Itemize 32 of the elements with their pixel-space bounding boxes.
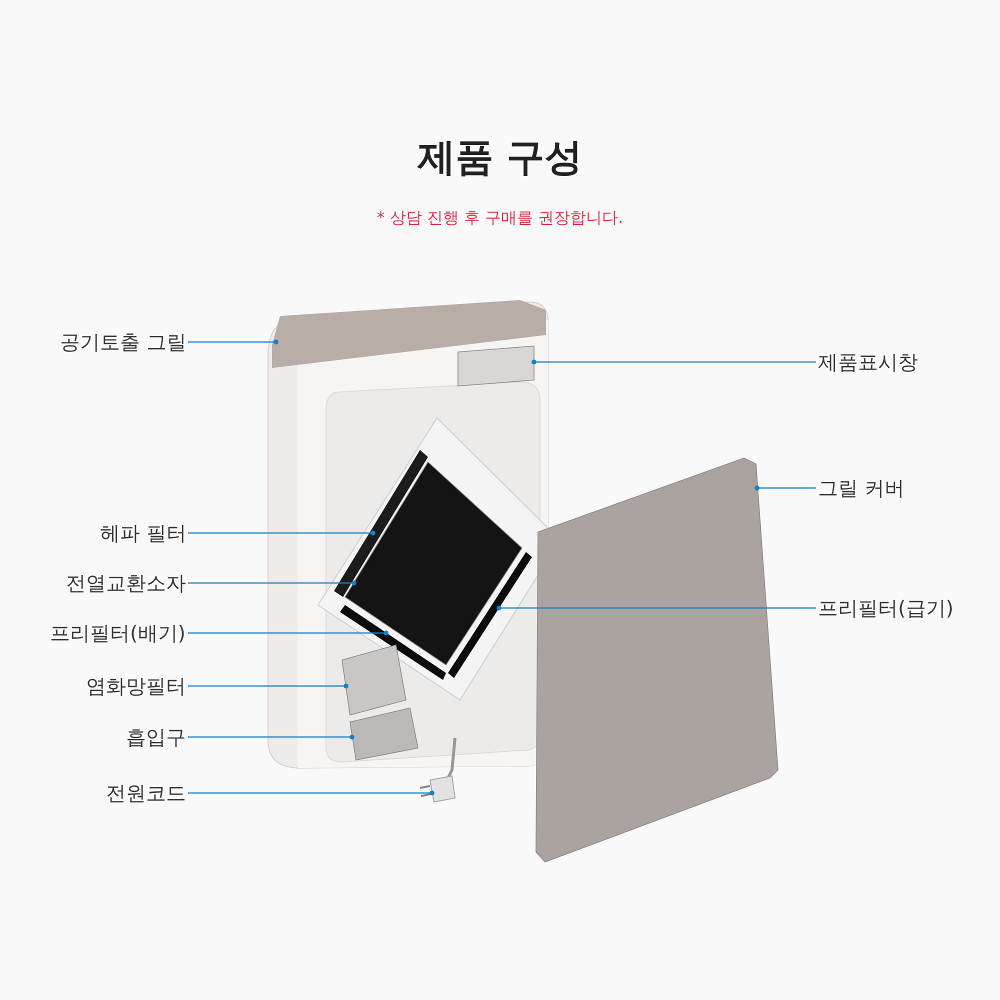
part-label: 프리필터(배기)	[50, 619, 186, 647]
leader-line	[188, 340, 278, 344]
part-label: 염화망필터	[86, 672, 186, 700]
part-label: 흡입구	[126, 723, 186, 751]
mesh-filter	[342, 644, 406, 716]
leader-line	[188, 734, 354, 740]
pre-filter-strip	[448, 552, 532, 678]
part-label: 공기토출 그릴	[60, 328, 186, 356]
power-plug-drawing	[419, 738, 456, 803]
leader-line	[754, 486, 816, 490]
part-label: 프리필터(급기)	[818, 594, 954, 622]
grille-cover-panel	[536, 458, 778, 862]
leader-line	[532, 360, 816, 364]
leader-line	[496, 606, 816, 610]
part-label: 헤파 필터	[100, 519, 186, 547]
part-label: 전열교환소자	[66, 569, 186, 597]
hepa-filter	[334, 450, 428, 597]
leader-line	[188, 580, 356, 586]
note-text: * 상담 진행 후 구매를 권장합니다.	[376, 208, 624, 229]
part-label: 전원코드	[106, 779, 186, 807]
part-label: 그릴 커버	[818, 474, 904, 502]
pre-filter-strip	[340, 605, 446, 680]
air-outlet-grille	[272, 300, 546, 368]
leader-line	[188, 630, 388, 636]
intake-vent	[350, 708, 418, 760]
leader-line	[188, 530, 376, 536]
page-title: 제품 구성	[416, 134, 584, 181]
heat-exchanger-core	[344, 461, 523, 666]
part-label: 제품표시창	[818, 348, 918, 376]
leader-line	[188, 790, 434, 796]
display-panel	[458, 346, 534, 386]
leader-line	[188, 684, 348, 688]
